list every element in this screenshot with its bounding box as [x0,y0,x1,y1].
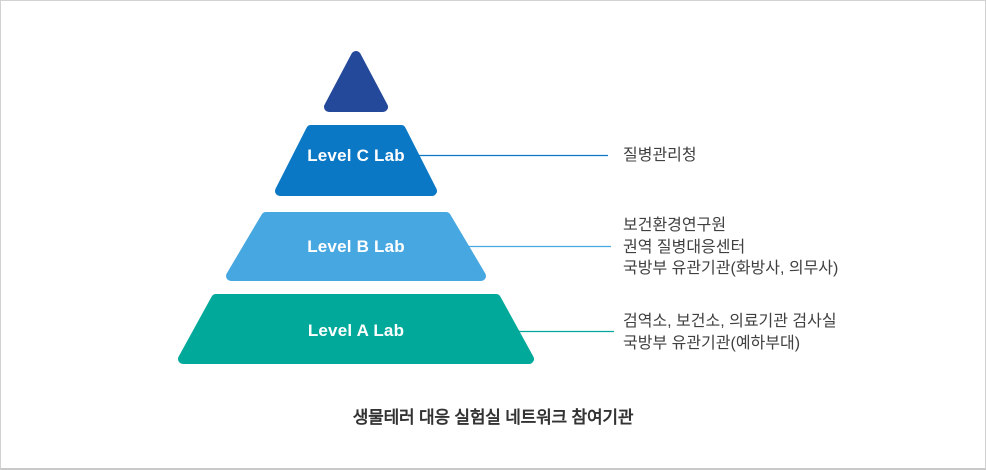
annotation-line: 권역 질병대응센터 [623,238,746,256]
pyramid-level-b-shape [226,212,486,281]
diagram-caption: 생물테러 대응 실험실 네트워크 참여기관 [352,408,634,427]
annotation-level-b: 보건환경연구원 권역 질병대응센터 국방부 유관기관(화방사, 의무사) [623,215,838,280]
tier-label-level-c: Level C Lab [307,146,405,165]
annotation-level-a: 검역소, 보건소, 의료기관 검사실 국방부 유관기관(예하부대) [623,311,837,354]
tier-label-level-a: Level A Lab [307,321,405,340]
pyramid-level-c-shape [275,125,437,196]
annotation-line: 질병관리청 [623,147,697,164]
pyramid-apex-shape [324,51,388,112]
annotation-level-c: 질병관리청 [623,145,697,167]
annotation-line: 보건환경연구원 [623,217,727,234]
annotation-line: 국방부 유관기관(예하부대) [623,334,801,352]
tier-label-level-b: Level B Lab [307,237,405,256]
annotation-line: 검역소, 보건소, 의료기관 검사실 [623,313,837,330]
annotation-line: 국방부 유관기관(화방사, 의무사) [623,260,839,277]
pyramid-level-a-shape [178,294,534,364]
